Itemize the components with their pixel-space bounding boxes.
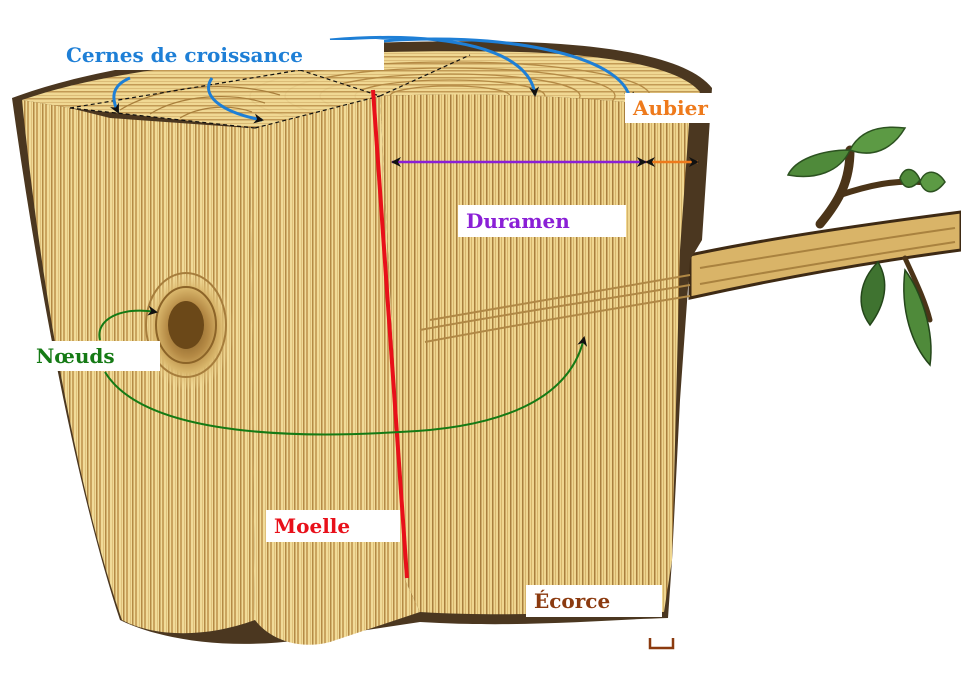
- knots-label: Nœuds: [28, 341, 160, 371]
- pith-label: Moelle: [266, 510, 400, 542]
- bark-label: Écorce: [526, 585, 662, 617]
- growth-rings-label: Cernes de croissance: [58, 40, 384, 70]
- heartwood-label: Duramen: [458, 205, 626, 237]
- sapwood-label: Aubier: [625, 93, 716, 123]
- knot: [142, 270, 234, 390]
- right-face: [380, 95, 690, 615]
- bark-bracket: [650, 638, 673, 648]
- branch: [690, 150, 961, 320]
